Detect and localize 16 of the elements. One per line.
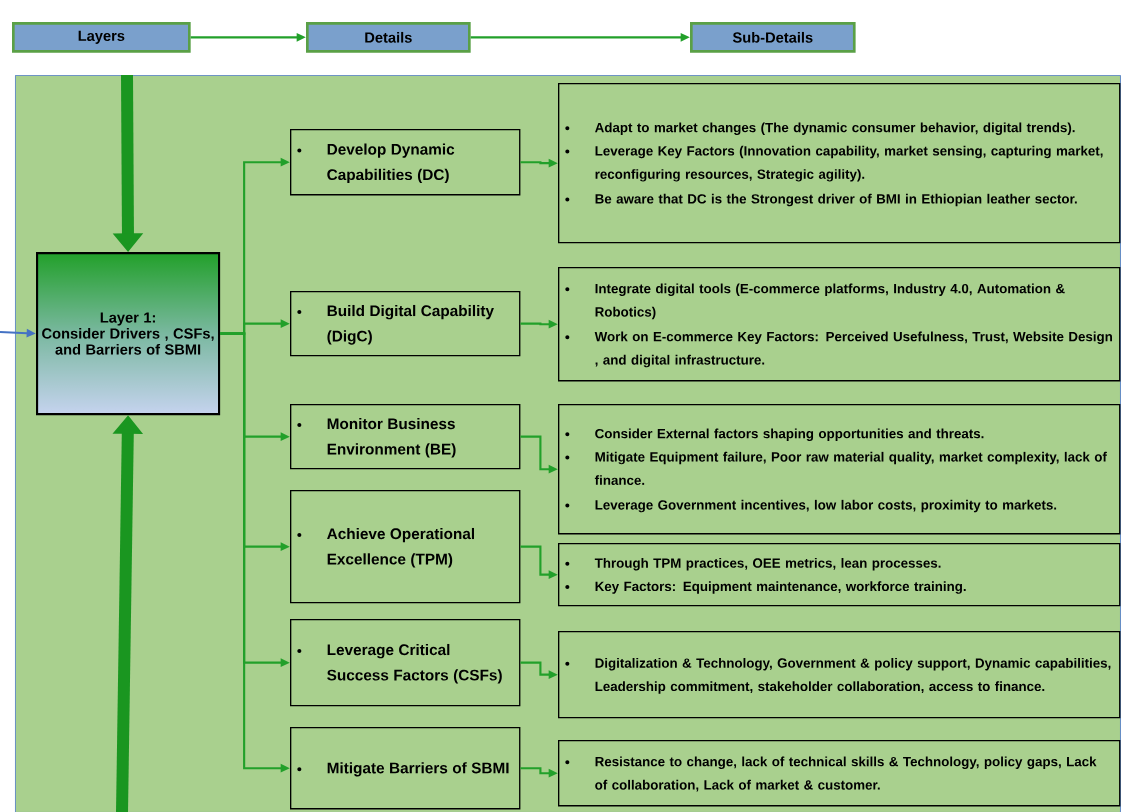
- process-box: Mitigate Barriers of SBMI: [290, 727, 521, 810]
- bullet-list-box: Resistance to change, lack of technical skills & Technology, policy gaps, Lack of collaboration, Lack of market & customer.: [558, 740, 1121, 807]
- bullet-list-box: Integrate digital tools (E-commerce platforms, Industry 4.0, Automation & Robotics) Work on E-commerce Key Factors: Perceived Usefulness, Trust, Website Design , and digital infrastructure.: [558, 267, 1121, 382]
- process-box: Build Digital Capability (DigC): [290, 291, 521, 357]
- layer-box: Layer 1: Consider Drivers , CSFs, and Barriers of SBMI: [36, 252, 221, 416]
- bullet-list-box: Adapt to market changes (The dynamic consumer behavior, digital trends). Leverage Key Factors (Innovation capability, market sensing, capturing market, reconfiguring resources, Strategic agility). Be aware that DC is the Strongest driver of BMI in Ethiopian leather sector.: [558, 83, 1121, 244]
- header-box: Layers: [12, 22, 191, 53]
- header-box: Details: [306, 22, 471, 53]
- bullet-list-box: Consider External factors shaping opportunities and threats. Mitigate Equipment failure, Poor raw material quality, market complexity, lack of finance. Leverage Government incentives, low labor costs, proximity to markets.: [558, 404, 1121, 535]
- process-box: Leverage Critical Success Factors (CSFs): [290, 619, 521, 707]
- bullet-list-box: Digitalization & Technology, Government & policy support, Dynamic capabilities, Leadership commitment, stakeholder collaboration, access to finance.: [558, 631, 1121, 719]
- process-box: Develop Dynamic Capabilities (DC): [290, 129, 521, 196]
- bullet-list-box: Through TPM practices, OEE metrics, lean processes. Key Factors: Equipment maintenance, workforce training.: [558, 543, 1121, 607]
- process-box: Monitor Business Environment (BE): [290, 404, 521, 470]
- header-box: Sub-Details: [690, 22, 856, 53]
- process-box: Achieve Operational Excellence (TPM): [290, 490, 521, 604]
